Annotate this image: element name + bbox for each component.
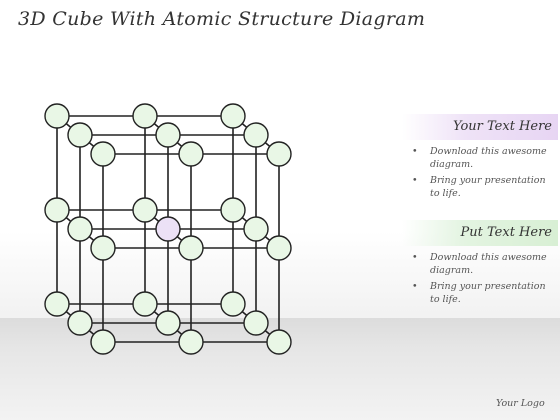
atom-node-center xyxy=(155,216,181,242)
atom-node xyxy=(67,310,93,336)
atom-node xyxy=(132,103,158,129)
atom-node xyxy=(266,329,292,355)
text-panel-2: Put Text Here • Download this awesome dia… xyxy=(402,220,558,310)
atom-node xyxy=(155,122,181,148)
atom-node xyxy=(266,141,292,167)
cube-lattice-nodes xyxy=(44,103,292,355)
atom-node xyxy=(266,235,292,261)
bullet-icon: • xyxy=(412,252,418,263)
page-title: 3D Cube With Atomic Structure Diagram xyxy=(18,8,426,30)
atom-node xyxy=(243,216,269,242)
atom-node xyxy=(132,291,158,317)
panel-1-bullets: • Download this awesome diagram. • Bring y… xyxy=(402,146,558,200)
list-item: • Download this awesome diagram. xyxy=(408,146,558,171)
atom-node xyxy=(220,291,246,317)
bullet-text: Bring your presentation to life. xyxy=(430,281,546,305)
atom-node xyxy=(67,216,93,242)
bullet-text: Download this awesome diagram. xyxy=(430,252,547,276)
panel-1-heading: Your Text Here xyxy=(402,114,558,140)
bullet-icon: • xyxy=(412,146,418,157)
panel-2-heading: Put Text Here xyxy=(402,220,558,246)
list-item: • Bring your presentation to life. xyxy=(408,281,558,306)
bullet-icon: • xyxy=(412,175,418,186)
atom-node xyxy=(178,141,204,167)
atom-node xyxy=(155,310,181,336)
bullet-text: Download this awesome diagram. xyxy=(430,146,547,170)
bullet-text: Bring your presentation to life. xyxy=(430,175,546,199)
list-item: • Bring your presentation to life. xyxy=(408,175,558,200)
atom-node xyxy=(67,122,93,148)
atom-node xyxy=(220,103,246,129)
atom-node xyxy=(90,141,116,167)
atom-node xyxy=(90,235,116,261)
atom-node xyxy=(90,329,116,355)
atom-node xyxy=(178,235,204,261)
atom-node xyxy=(178,329,204,355)
panel-2-bullets: • Download this awesome diagram. • Bring y… xyxy=(402,252,558,306)
atom-node xyxy=(44,103,70,129)
atom-node xyxy=(132,197,158,223)
text-panel-1: Your Text Here • Download this awesome di… xyxy=(402,114,558,204)
bullet-icon: • xyxy=(412,281,418,292)
atom-node xyxy=(220,197,246,223)
atom-node xyxy=(243,122,269,148)
atom-node xyxy=(44,197,70,223)
atom-node xyxy=(44,291,70,317)
logo-text: Your Logo xyxy=(496,398,545,409)
atom-node xyxy=(243,310,269,336)
list-item: • Download this awesome diagram. xyxy=(408,252,558,277)
